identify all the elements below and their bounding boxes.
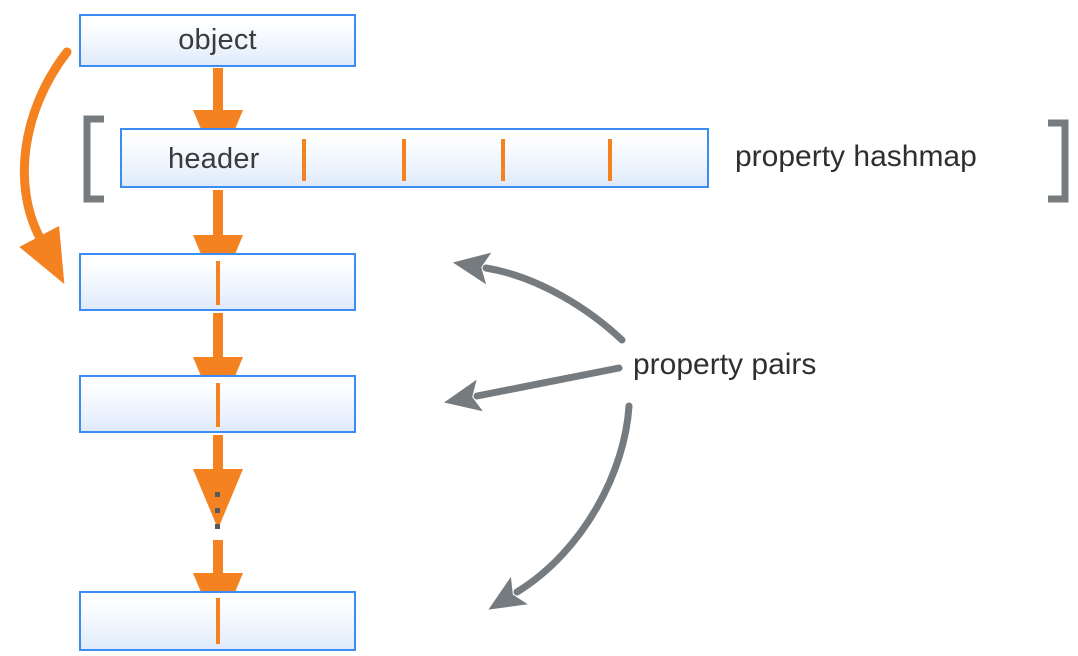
right-square-bracket	[1048, 119, 1069, 203]
property-pair-divider-1	[216, 261, 220, 305]
hashmap-slot-tick-4	[608, 139, 612, 181]
hashmap-slot-tick-1	[302, 139, 306, 181]
left-square-bracket	[83, 115, 104, 203]
property-pairs-label: property pairs	[633, 348, 817, 381]
object-to-pair1-curved-arrow	[19, 47, 72, 285]
header-box[interactable]: header	[120, 128, 709, 188]
object-box[interactable]: object	[79, 14, 356, 67]
property-pairs-callout-down-arrow	[488, 402, 633, 610]
property-pair-divider-2	[216, 383, 220, 427]
object-box-label: object	[178, 24, 257, 56]
hashmap-slot-tick-2	[402, 139, 406, 181]
property-pairs-callout-mid-arrow	[444, 364, 623, 412]
property-pairs-callout-up-arrow	[452, 252, 626, 344]
ellipsis-dot-1	[215, 492, 220, 497]
ellipsis-dot-3	[215, 524, 220, 529]
hashmap-slot-tick-3	[501, 139, 505, 181]
ellipsis-dot-2	[215, 508, 220, 513]
property-pair-divider-3	[216, 598, 220, 644]
property-hashmap-label: property hashmap	[735, 140, 977, 173]
header-box-label: header	[168, 143, 260, 175]
